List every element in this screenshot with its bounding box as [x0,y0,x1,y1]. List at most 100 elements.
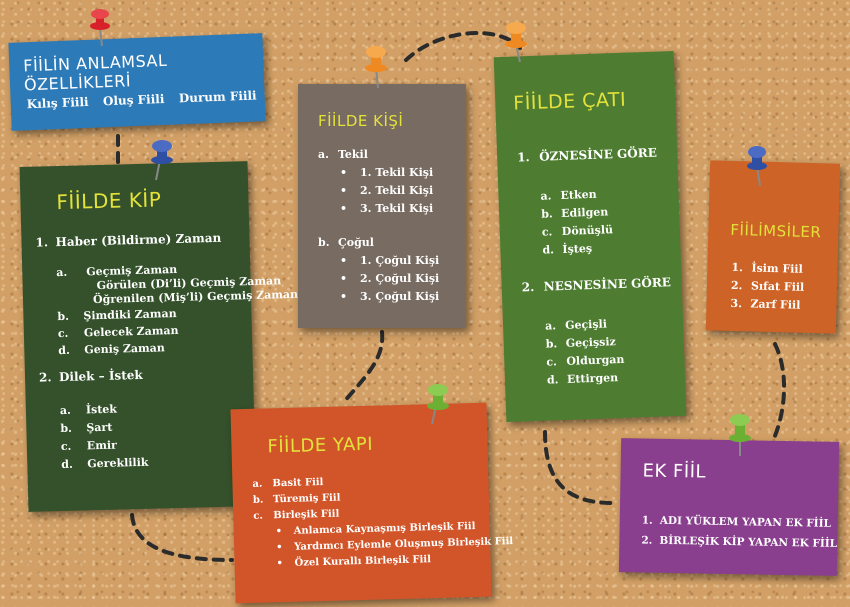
list-marker: c. [60,439,72,454]
list-item-text: Geniş Zaman [84,341,165,357]
list-marker: 2. [641,534,653,547]
list-item-text: İşteş [562,241,593,256]
list-marker: d. [542,243,555,257]
kisi-tekil-item: • 2. Tekil Kişi [318,182,439,200]
kisi-tekil-item: • 1. Tekil Kişi [318,164,439,182]
list-marker: • [340,184,348,197]
list-item-text: Geçişsiz [565,335,617,350]
cati-s2-item: d. Ettirgen [525,367,675,390]
list-marker: a. [252,478,263,490]
list-marker: • [340,254,348,267]
list-marker: a. [56,265,68,280]
list-item-text: Geçişli [564,317,608,332]
list-marker: • [275,542,283,554]
list-item-text: BİRLEŞİK KİP YAPAN EK FİİL [659,534,838,550]
list-marker: • [340,166,348,179]
list-item-text: Tekil [338,148,368,161]
list-item-text: 3. Çoğul Kişi [360,290,440,303]
list-item-text: Sıfat Fiil [750,279,805,294]
card-kisi: FİİLDE KİŞİ a. Tekil • 1. Tekil Kişi • 2. T… [298,84,466,328]
list-item-text: 2. Tekil Kişi [360,184,434,197]
anlamsal-item: Oluş Fiili [102,91,165,109]
pushpin-icon [90,9,110,47]
list-item-text: İsim Fiil [751,261,803,276]
list-marker: • [340,202,348,215]
card-anlamsal-title: FİİLİN ANLAMSAL ÖZELLİKLERİ [22,50,168,95]
list-item-text: Gereklilik [87,455,149,471]
fiilimsiler-item: 2. Sıfat Fiil [731,277,805,297]
list-item-text: Etken [560,187,597,202]
list-item-text: Dönüşlü [561,223,614,238]
ek-item: 2. BİRLEŞİK KİP YAPAN EK FİİL [641,530,837,553]
pushpin-icon [427,384,449,425]
pushpin-icon [505,22,527,63]
card-yapi: FİİLDE YAPI a.Basit Fiil b.Türemiş Fiil … [230,402,513,604]
card-cati-title: FİİLDE ÇATI [512,88,627,115]
connector-fiilimsiler-ek [768,342,786,449]
list-item-text: Ettirgen [566,371,619,386]
list-marker: • [276,558,284,570]
card-ek: EK FİİL 1.ADI YÜKLEM YAPAN EK FİİL 2.BİR… [618,438,840,576]
connector-cati-ek [543,430,614,505]
kisi-tekil: a. Tekil [318,146,439,164]
list-marker: a. [544,319,557,333]
list-marker: c. [253,510,264,522]
list-marker: a. [318,148,329,161]
card-fiilimsiler-title: FİİLİMSİLER [730,220,822,242]
list-marker: 1. [35,235,49,250]
kisi-cogul-item: • 1. Çoğul Kişi [318,252,439,270]
list-marker: • [340,290,348,303]
list-marker: 2. [38,370,52,385]
pushpin-icon [365,46,387,89]
list-marker: • [275,526,283,538]
kisi-tekil-item: • 3. Tekil Kişi [318,200,439,218]
fiilimsiler-item: 1. İsim Fiil [731,259,805,279]
connector-kisi-yapi [342,330,385,404]
list-marker: c. [546,355,558,369]
list-marker: • [340,272,348,285]
list-item-text: Oldurgan [566,352,625,368]
list-marker: b. [318,236,330,249]
list-marker: 3. [730,296,743,311]
list-item-text: Birleşik Fiil [273,508,340,522]
list-marker: b. [60,421,73,436]
list-item-text: Zarf Fiil [750,297,801,312]
pushpin-icon [747,146,767,187]
list-marker: c. [57,326,69,341]
card-cati: FİİLDE ÇATI 1.ÖZNESİNE GÖRE a.Etken b.Ed… [493,50,687,423]
anlamsal-item: Durum Fiili [178,88,257,106]
list-marker: c. [541,225,553,239]
list-marker: b. [545,337,558,351]
list-marker: 1. [516,150,530,165]
card-kisi-title: FİİLDE KİŞİ [318,112,404,130]
fiilimsiler-item: 3. Zarf Fiil [730,295,804,315]
list-marker: d. [61,457,74,472]
list-marker: a. [59,403,72,418]
connector-kip-yapi [130,513,234,562]
list-item-text: Özel Kurallı Birleşik Fiil [294,554,432,569]
list-item-text: 3. Tekil Kişi [360,202,434,215]
card-anlamsal: FİİLİN ANLAMSAL ÖZELLİKLERİ Kılış Fiili … [8,33,266,131]
list-item-text: İstek [85,402,118,417]
kisi-cogul-item: • 3. Çoğul Kişi [318,288,439,306]
list-item-text: Türemiş Fiil [272,492,341,506]
pushpin-icon [151,140,173,181]
list-marker: 2. [521,279,535,295]
list-marker: a. [540,189,552,203]
list-item-text: Çoğul [338,236,374,249]
list-marker: b. [252,494,264,506]
list-item-text: 1. Tekil Kişi [360,166,434,179]
anlamsal-item: Kılış Fiili [26,94,89,112]
list-marker: b. [57,309,70,324]
pushpin-icon [729,414,751,456]
list-marker: 2. [730,278,743,293]
list-item-text: Emir [86,438,118,453]
card-kip-title: FİİLDE KİP [56,187,162,215]
list-item-text: Edilgen [560,205,609,220]
list-item-text: Basit Fiil [272,476,324,490]
list-marker: d. [546,373,559,387]
list-marker: d. [58,343,71,358]
list-item-text: Dilek – İstek [58,367,143,385]
list-marker: 1. [731,260,744,275]
list-item-text: 1. Çoğul Kişi [360,254,440,267]
